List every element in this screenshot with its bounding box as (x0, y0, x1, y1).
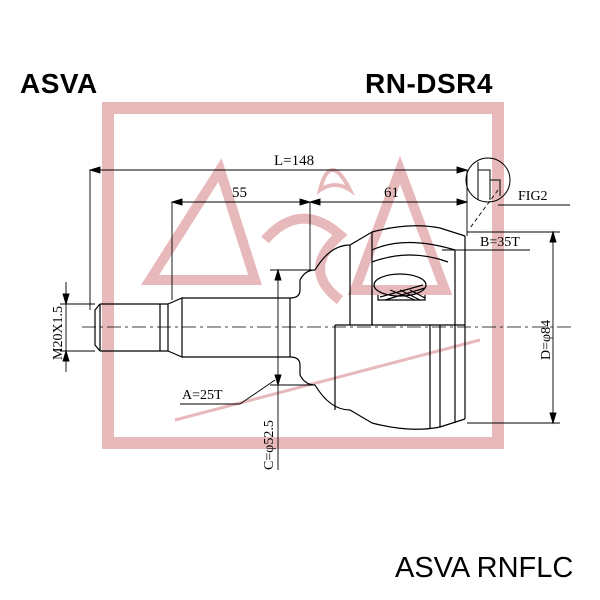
inner-splines-label: B=35T (480, 235, 520, 250)
total-length-label: L=148 (274, 153, 314, 169)
outer-splines-label: A=25T (182, 388, 223, 403)
outer-diameter-label: D=φ84 (539, 320, 554, 360)
fig2-detail (465, 157, 511, 203)
thread-label: M20X1.5 (51, 306, 66, 360)
housing-length-label: 61 (384, 185, 399, 201)
footer-caption: ASVA RNFLC (395, 552, 574, 584)
dimension-lines (60, 166, 570, 470)
stub-length-label: 55 (232, 185, 247, 201)
brand-logo-text: ASVA (20, 68, 98, 99)
housing (314, 225, 466, 430)
part-number: RN-DSR4 (365, 68, 493, 99)
seal-diameter-label: C=φ52.5 (262, 420, 277, 470)
fig2-label: FIG2 (518, 189, 548, 204)
stub-shaft (94, 269, 316, 386)
